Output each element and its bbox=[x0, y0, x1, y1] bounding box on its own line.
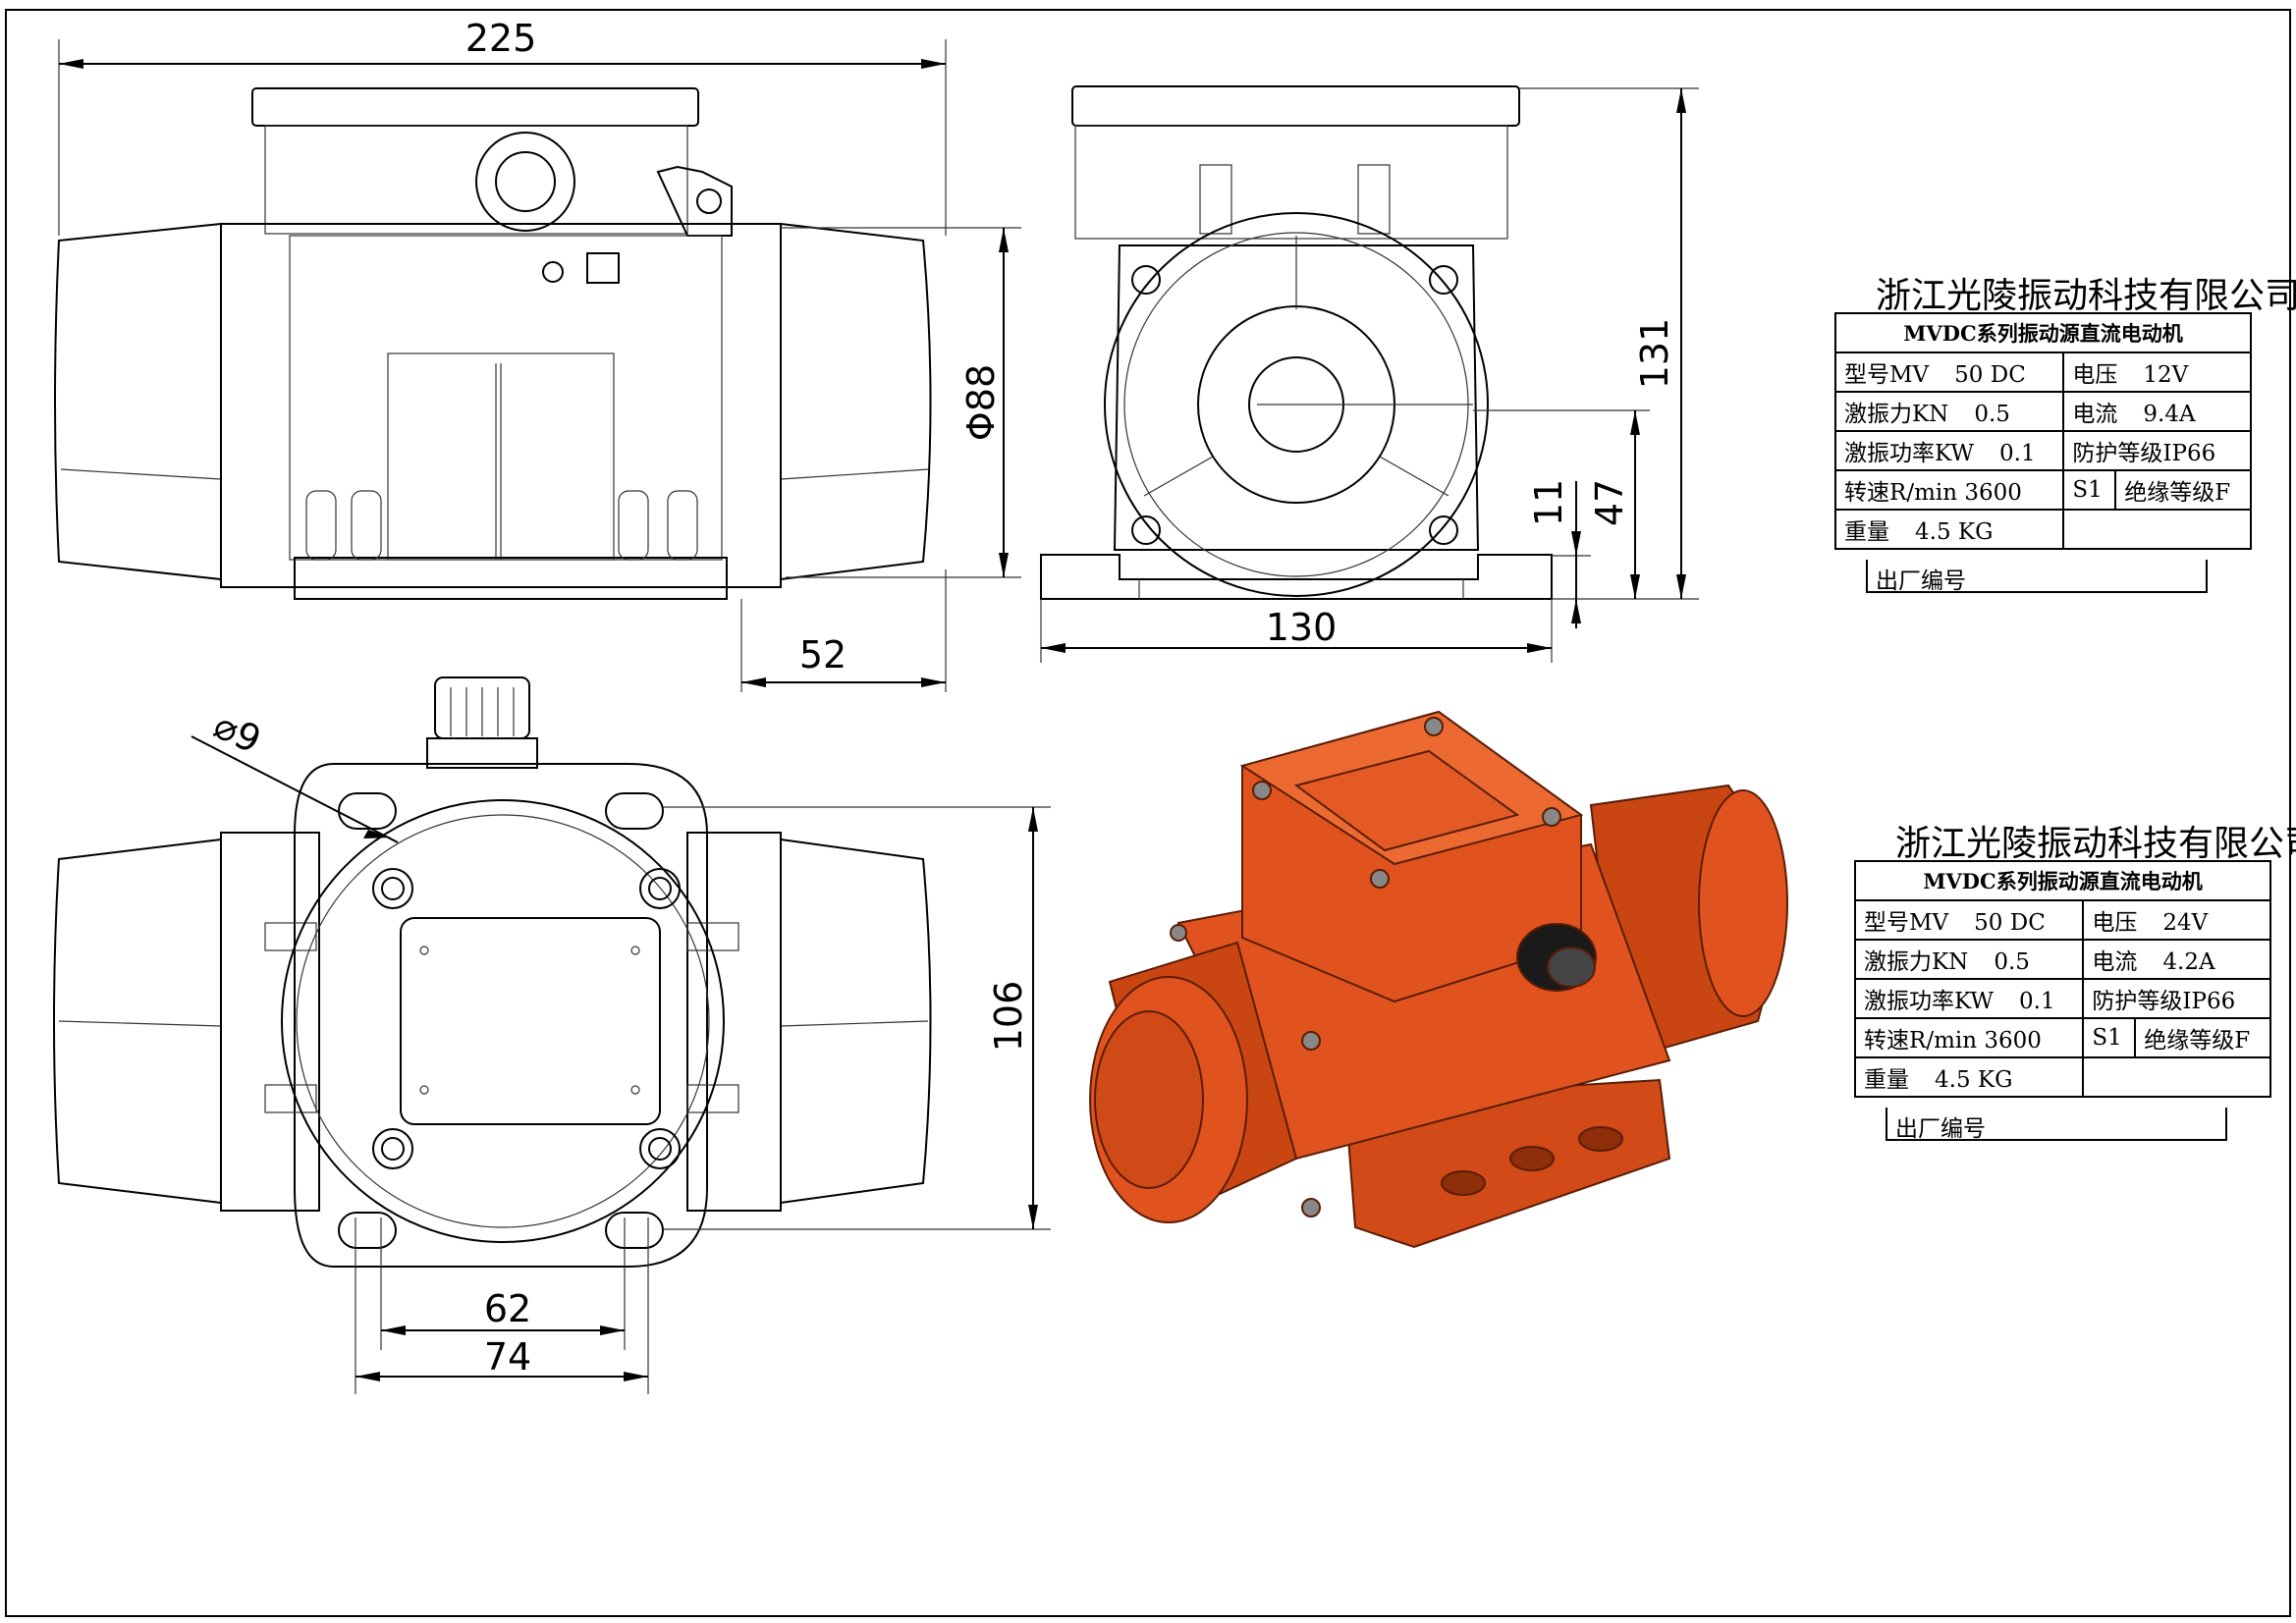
dim-131: 131 bbox=[1519, 87, 1699, 600]
nameplate-1-protection: 防护等级IP66 bbox=[2062, 430, 2252, 471]
nameplate-1-duty: S1 bbox=[2062, 469, 2117, 511]
dim-phi88-label: Φ88 bbox=[959, 364, 1003, 441]
side-view bbox=[1040, 85, 1553, 600]
nameplate-2-series: MVDC系列振动源直流电动机 bbox=[1854, 860, 2271, 901]
nameplate-1-series: MVDC系列振动源直流电动机 bbox=[1834, 312, 2252, 353]
dim-52-label: 52 bbox=[799, 633, 847, 676]
nameplate-2-company: 浙江光陵振动科技有限公司 bbox=[1895, 824, 2296, 864]
dim-11: 11 bbox=[1527, 479, 1591, 628]
dim-74: 74 bbox=[355, 1217, 649, 1394]
dim-62-label: 62 bbox=[484, 1287, 531, 1330]
nameplate-1-speed: 转速R/min 3600 bbox=[1833, 469, 2065, 511]
nameplate-2-protection: 防护等级IP66 bbox=[2082, 978, 2271, 1019]
motor-3d-render bbox=[1089, 710, 1788, 1249]
dim-62: 62 bbox=[380, 1217, 626, 1350]
dim-225: 225 bbox=[58, 17, 947, 236]
top-view bbox=[53, 676, 932, 1268]
dim-52: 52 bbox=[740, 569, 947, 692]
dim-130: 130 bbox=[1040, 599, 1553, 663]
drawing-frame bbox=[5, 9, 2291, 1617]
nameplate-1-serial: 出厂编号 bbox=[1866, 560, 2208, 594]
nameplate-2-insulation: 绝缘等级F bbox=[2134, 1017, 2271, 1058]
dim-106: 106 bbox=[663, 806, 1051, 1230]
dim-47-label: 47 bbox=[1588, 479, 1631, 526]
dim-phi88: Φ88 bbox=[781, 227, 1021, 578]
nameplate-1-company: 浙江光陵振动科技有限公司 bbox=[1876, 276, 2296, 316]
dim-11-label: 11 bbox=[1527, 479, 1570, 526]
dim-dia9-label: ⌀9 bbox=[207, 703, 267, 762]
nameplate-2-speed: 转速R/min 3600 bbox=[1853, 1017, 2085, 1058]
front-view bbox=[54, 87, 932, 600]
dim-131-label: 131 bbox=[1633, 318, 1676, 390]
dim-74-label: 74 bbox=[484, 1335, 531, 1379]
nameplate-1-insulation: 绝缘等级F bbox=[2114, 469, 2252, 511]
nameplate-2-duty: S1 bbox=[2082, 1017, 2137, 1058]
dim-225-label: 225 bbox=[465, 17, 537, 60]
dim-47: 47 bbox=[1473, 409, 1650, 599]
dim-106-label: 106 bbox=[987, 981, 1030, 1053]
nameplate-2-serial: 出厂编号 bbox=[1886, 1108, 2227, 1142]
dim-130-label: 130 bbox=[1266, 606, 1338, 649]
